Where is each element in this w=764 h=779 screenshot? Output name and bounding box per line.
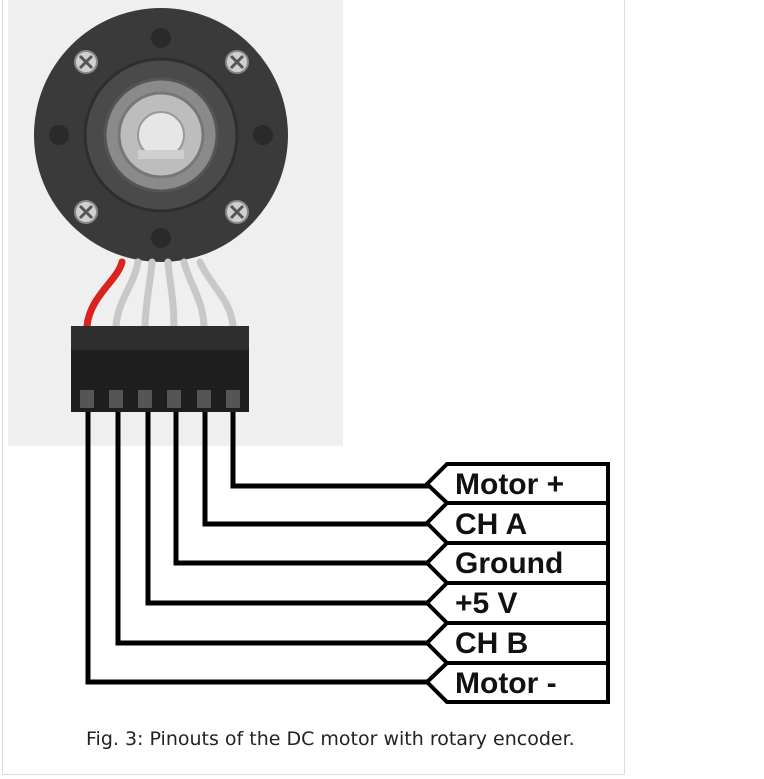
line-motor-minus	[85, 412, 434, 685]
screw-icon	[74, 50, 98, 74]
pin-label-ch-a: CH A	[424, 501, 610, 545]
pin-label-motor-minus: Motor -	[424, 661, 610, 704]
motor-encoder-image	[34, 8, 288, 412]
pin-label-text: Motor -	[455, 667, 557, 700]
pinout-lines	[85, 412, 434, 685]
pin-label-5v: +5 V	[424, 581, 610, 625]
pin-label-text: CH A	[455, 508, 527, 541]
screw-icon	[225, 50, 249, 74]
pin-label-text: Motor +	[455, 468, 564, 501]
pin-label-text: +5 V	[455, 587, 518, 620]
line-ch-b	[115, 412, 434, 646]
pin-label-ground: Ground	[424, 541, 610, 585]
pin-label-motor-plus: Motor +	[424, 462, 610, 505]
shaft-flat	[138, 150, 184, 159]
connector-pins	[80, 390, 240, 408]
line-ch-a	[202, 412, 434, 527]
mount-hole	[253, 125, 273, 145]
ribbon-wires	[83, 258, 237, 330]
mount-hole	[49, 125, 69, 145]
wire-gray	[196, 258, 237, 330]
wire-gray	[141, 258, 156, 330]
pin-label-ch-b: CH B	[424, 621, 610, 665]
wire-gray	[164, 258, 178, 330]
wire-gray	[180, 258, 208, 330]
mount-hole	[151, 28, 171, 48]
line-ground	[173, 412, 434, 566]
mount-hole	[151, 228, 171, 248]
pin-label-text: CH B	[455, 627, 528, 660]
screw-icon	[74, 200, 98, 224]
screw-icon	[225, 200, 249, 224]
line-motor-plus	[230, 412, 434, 489]
figure-caption: Fig. 3: Pinouts of the DC motor with rot…	[86, 728, 575, 750]
connector-top	[71, 326, 249, 350]
line-5v	[145, 412, 434, 606]
pin-label-text: Ground	[455, 547, 563, 580]
wire-gray	[112, 258, 142, 330]
wire-red	[83, 258, 126, 330]
